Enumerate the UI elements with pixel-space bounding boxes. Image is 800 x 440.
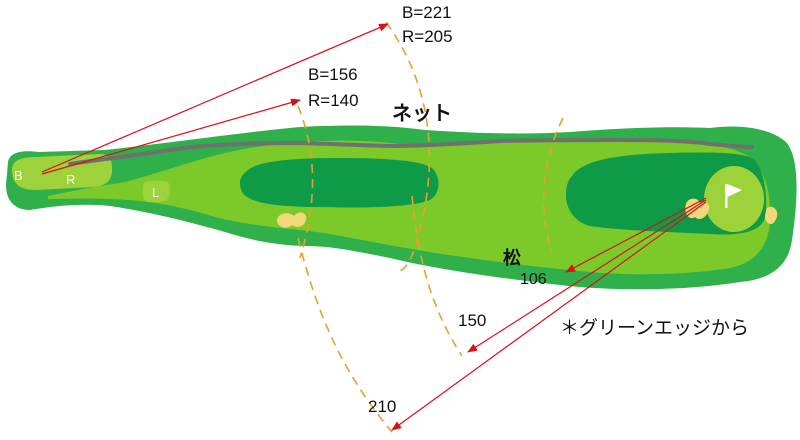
arrow-tee-221 <box>41 23 389 173</box>
arrow-tee-156 <box>41 98 301 175</box>
arc-150 <box>411 195 463 357</box>
arc-106 <box>543 117 564 253</box>
arrow-green-106 <box>565 197 707 273</box>
green-distance-210: 210 <box>368 397 396 416</box>
arrow-green-150 <box>467 199 707 353</box>
pine-label: 松 <box>503 247 521 268</box>
tee-label-back: B <box>14 168 23 183</box>
green-distance-150: 150 <box>458 311 486 330</box>
tee-box-ladies <box>142 181 171 202</box>
arc-210 <box>297 237 393 433</box>
tee-label-regular: R <box>66 172 75 187</box>
green-distance-106: 106 <box>520 271 547 288</box>
distance-back-near: B=156 <box>308 65 358 84</box>
distance-regular-far: R=205 <box>402 27 453 46</box>
net-label: ネット <box>392 102 452 125</box>
tee-label-ladies: L <box>152 185 159 200</box>
bunker-fairway <box>276 212 307 228</box>
distance-regular-near: R=140 <box>308 91 359 110</box>
arrow-green-210 <box>391 201 707 431</box>
distance-back-far: B=221 <box>402 3 452 22</box>
arc-156 <box>297 105 314 259</box>
net-line <box>68 137 754 166</box>
arc-221 <box>385 21 431 273</box>
bunker-green-right <box>764 206 778 225</box>
fairway-dark-patch <box>240 158 439 208</box>
green <box>704 166 764 232</box>
green-edge-note: ＊グリーンエッジから <box>560 317 749 339</box>
flag-icon <box>725 184 742 208</box>
